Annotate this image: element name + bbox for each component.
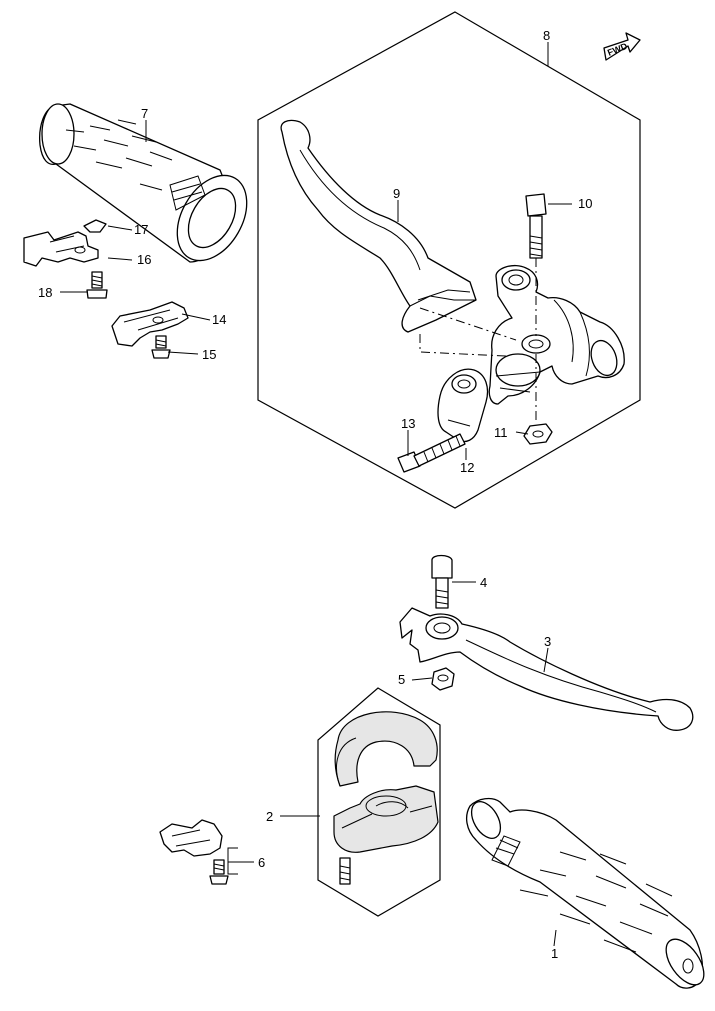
fwd-direction-badge: FWD xyxy=(603,32,641,61)
callout-9: 9 xyxy=(393,186,400,201)
callout-5: 5 xyxy=(398,672,405,687)
clutch-lever xyxy=(280,119,477,333)
throttle-housing-set xyxy=(333,711,439,885)
callout-2: 2 xyxy=(266,809,273,824)
callout-17: 17 xyxy=(134,222,148,237)
brake-lever-bolt xyxy=(431,554,453,609)
callout-14: 14 xyxy=(212,312,226,327)
left-grip xyxy=(39,103,248,263)
brake-lever xyxy=(399,607,694,731)
clip xyxy=(83,219,107,233)
callout-13: 13 xyxy=(401,416,415,431)
lever-pivot-bolt xyxy=(525,193,547,259)
holder-clamp-bolt xyxy=(397,433,466,473)
callout-6: 6 xyxy=(258,855,265,870)
screw-6 xyxy=(209,859,229,885)
callout-16: 16 xyxy=(137,252,151,267)
callout-15: 15 xyxy=(202,347,216,362)
callout-18: 18 xyxy=(38,285,52,300)
holder-clamp xyxy=(437,368,489,443)
callout-4: 4 xyxy=(480,575,487,590)
screw-18 xyxy=(86,271,108,299)
brake-lever-nut xyxy=(431,667,455,691)
right-switch-clamp xyxy=(111,301,189,347)
leader-lines xyxy=(60,42,572,947)
fwd-badge-label: FWD xyxy=(606,41,629,58)
left-switch-clamp xyxy=(23,231,99,267)
clutch-lever-assembly-frame xyxy=(257,11,641,509)
callout-3: 3 xyxy=(544,634,551,649)
switch-bracket xyxy=(159,819,223,857)
right-throttle-grip xyxy=(465,797,705,989)
bracket-group-frame xyxy=(317,687,441,917)
screw-15 xyxy=(151,335,171,359)
clutch-lever-holder xyxy=(488,264,625,405)
callout-10: 10 xyxy=(578,196,592,211)
callout-1: 1 xyxy=(551,946,558,961)
lever-pivot-nut xyxy=(523,423,553,445)
callout-7: 7 xyxy=(141,106,148,121)
callout-11: 11 xyxy=(494,425,508,440)
callout-8: 8 xyxy=(543,28,550,43)
callout-12: 12 xyxy=(460,460,474,475)
